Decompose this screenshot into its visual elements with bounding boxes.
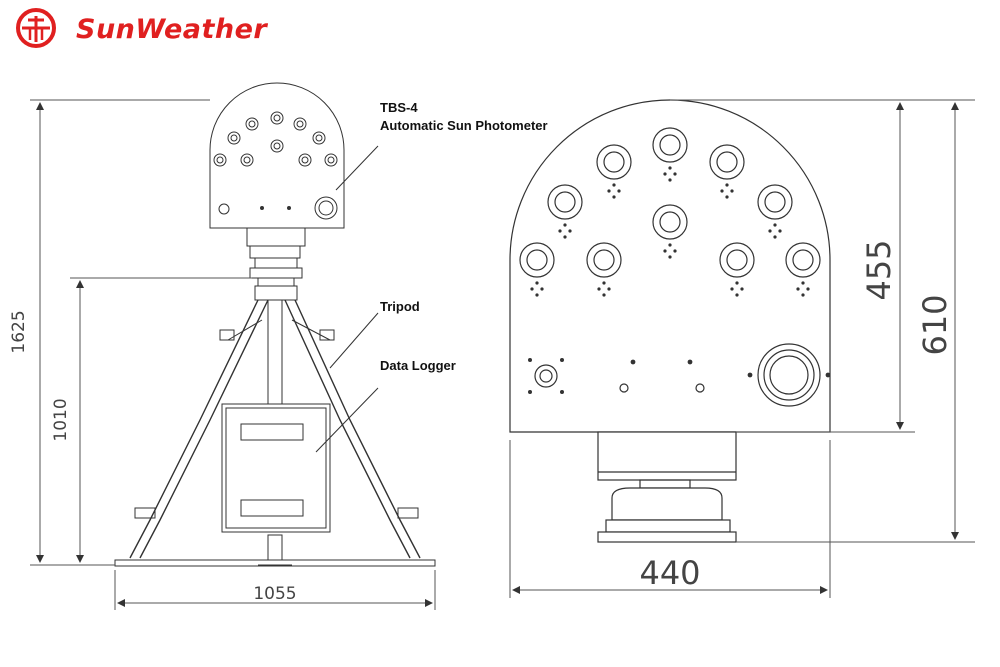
- tripod-label: Tripod: [380, 299, 420, 314]
- dome-height-dim: 455: [860, 239, 898, 300]
- left-dimension-lines: [30, 99, 436, 610]
- data-logger-label: Data Logger: [380, 358, 456, 373]
- model-label: TBS-4: [380, 100, 418, 115]
- sensor-head-front-view: [509, 99, 831, 543]
- sensor-head-left: [209, 82, 345, 229]
- sensor-lenses-right: [519, 127, 821, 278]
- sensor-lenses-left: [213, 111, 338, 167]
- total-height-dim: 1625: [9, 310, 29, 353]
- head-height-dim: 610: [916, 294, 954, 355]
- data-logger-box: [221, 403, 331, 533]
- brand-logo: SunWeather: [8, 6, 288, 52]
- tripod-height-dim: 1010: [51, 398, 71, 441]
- brand-emblem-icon: [16, 8, 56, 48]
- right-dimension-lines: [509, 99, 975, 598]
- head-width-dim: 440: [639, 554, 700, 592]
- instrument-side-view: [114, 82, 436, 567]
- tripod-width-dim: 1055: [253, 584, 296, 604]
- brand-name: SunWeather: [76, 14, 268, 45]
- product-label: Automatic Sun Photometer: [380, 118, 548, 133]
- leader-lines: [315, 145, 379, 453]
